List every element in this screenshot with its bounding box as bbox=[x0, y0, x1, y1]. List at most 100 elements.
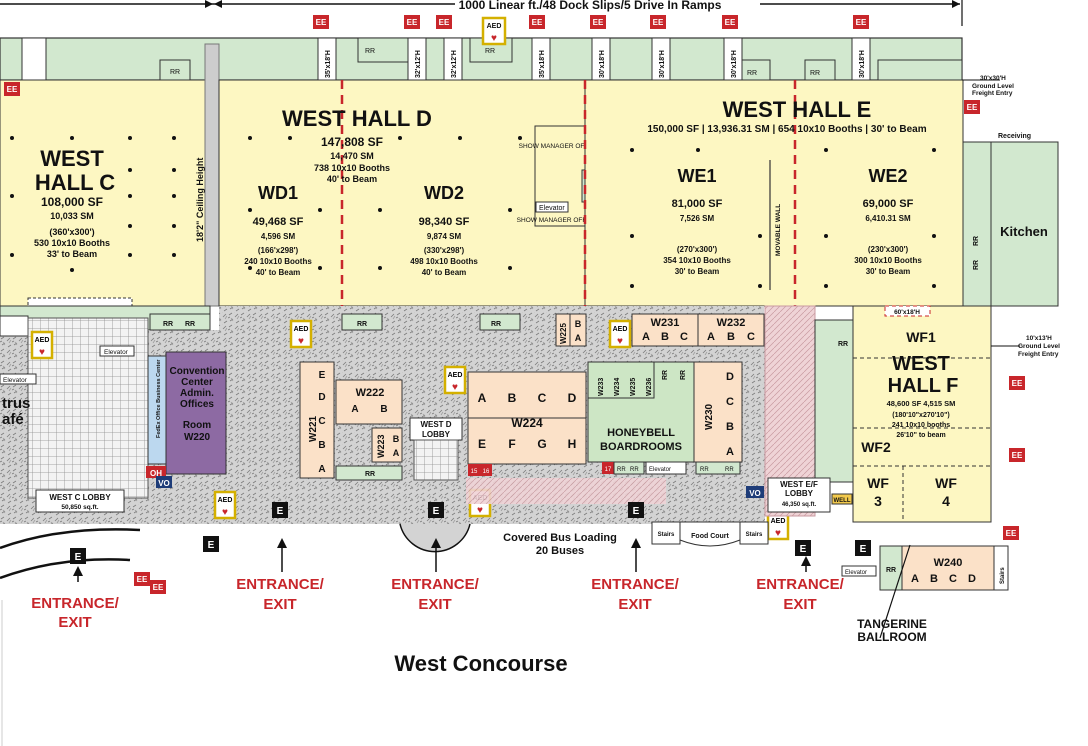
hall-d-sm: 14,470 SM bbox=[330, 151, 374, 161]
exit-markers bbox=[70, 502, 871, 564]
stairs-label: Stairs bbox=[746, 532, 763, 538]
emergency-exit-label: EE bbox=[439, 18, 450, 27]
west-ef-lobby-label: WEST E/F bbox=[780, 480, 818, 489]
restroom-label: RR bbox=[617, 467, 626, 473]
dock-header-text: 1000 Linear ft./48 Dock Slips/5 Drive In… bbox=[459, 0, 722, 12]
kitchen-label: Kitchen bbox=[1000, 224, 1048, 239]
wf3-number: 3 bbox=[874, 493, 882, 509]
wd1-sm: 4,596 SM bbox=[261, 232, 296, 241]
entrance-label: EXIT bbox=[418, 596, 451, 613]
room-section-label: D bbox=[568, 391, 577, 405]
restroom-label: RR bbox=[185, 321, 195, 328]
stairs bbox=[739, 521, 769, 545]
emergency-exit-label: EE bbox=[1006, 529, 1017, 538]
ee-marker bbox=[1009, 448, 1025, 462]
receiving-label: Receiving bbox=[998, 133, 1031, 140]
vo-marker bbox=[746, 486, 764, 498]
svg-text:♥: ♥ bbox=[39, 347, 45, 358]
room-section-label: A bbox=[478, 391, 487, 405]
ceiling-height-label: 18'2" Ceiling Height bbox=[195, 158, 205, 242]
room-section-label: D bbox=[318, 392, 325, 403]
elevator-label: Elevator bbox=[104, 349, 129, 356]
room-w221-label: W221 bbox=[308, 415, 319, 442]
west-concourse-title: West Concourse bbox=[394, 651, 567, 676]
emergency-exit-label: EE bbox=[653, 18, 664, 27]
room-section-label: B bbox=[726, 421, 734, 433]
room-section-label: C bbox=[318, 416, 325, 427]
hall-c-name: HALL C bbox=[35, 170, 115, 195]
covered-bus-label: 20 Buses bbox=[536, 545, 584, 557]
wd2-beam: 40' to Beam bbox=[422, 268, 467, 277]
room-w230 bbox=[693, 361, 743, 463]
hall-d-name: WEST HALL D bbox=[282, 106, 432, 131]
restroom-label: RR bbox=[365, 48, 375, 55]
stairs-label: Stairs bbox=[1000, 567, 1006, 584]
dock-header: 1000 Linear ft./48 Dock Slips/5 Drive In… bbox=[0, 0, 963, 26]
room-section-label: A bbox=[351, 404, 358, 415]
wd1-beam: 40' to Beam bbox=[256, 268, 301, 277]
svg-text:♥: ♥ bbox=[452, 382, 458, 393]
room-w222-label: W222 bbox=[356, 387, 385, 399]
room-w236-label: W236 bbox=[646, 378, 653, 396]
restroom-label: RR bbox=[747, 70, 757, 77]
vo-label: VO bbox=[749, 489, 761, 498]
door-size-label: 32'x12'H bbox=[451, 50, 458, 78]
wf4-label: WF bbox=[935, 475, 957, 491]
room-section-label: C bbox=[538, 391, 547, 405]
tangerine-label: TANGERINE bbox=[857, 617, 927, 631]
exit-label: E bbox=[75, 552, 82, 563]
room-w234-label: W234 bbox=[614, 378, 621, 396]
show-manager-office-d2-label: SHOW MANAGER OFFICE D2 bbox=[517, 217, 608, 224]
elevator-label: Elevator bbox=[649, 467, 671, 473]
room-section-label: B bbox=[318, 440, 325, 451]
we1-sf: 81,000 SF bbox=[672, 198, 723, 210]
wd2-sf: 98,340 SF bbox=[419, 216, 470, 228]
room-section-label: B bbox=[380, 404, 387, 415]
room-section-label: E bbox=[478, 437, 486, 451]
hall-c-booths: 530 10x10 Booths bbox=[34, 238, 110, 248]
room-section-label: A bbox=[911, 573, 919, 585]
entrance-label: ENTRANCE/ bbox=[236, 576, 324, 593]
entrance-label: ENTRANCE/ bbox=[31, 595, 119, 612]
freight-entry-10: 10'x13'H Ground Level Freight Entry bbox=[991, 335, 1060, 358]
room-number-label: 15 bbox=[471, 469, 478, 475]
svg-text:♥: ♥ bbox=[775, 528, 781, 539]
svg-text:♥: ♥ bbox=[298, 336, 304, 347]
hall-f-beam: 26'10" to beam bbox=[896, 432, 945, 439]
freight-30-size: 30'x30'H bbox=[980, 75, 1006, 82]
emergency-exit-label: EE bbox=[153, 583, 164, 592]
svg-text:♥: ♥ bbox=[617, 336, 623, 347]
freight-10-level: Ground Level bbox=[1018, 343, 1060, 350]
door-size-label: 30'x18'H bbox=[859, 50, 866, 78]
wd1-name: WD1 bbox=[258, 183, 298, 203]
room-section-label: G bbox=[537, 437, 546, 451]
restroom-label: RR bbox=[357, 321, 367, 328]
emergency-exit-label: EE bbox=[725, 18, 736, 27]
west-ef-lobby-sqft: 46,350 sq.ft. bbox=[782, 502, 817, 508]
freight-10-entry: Freight Entry bbox=[1018, 351, 1059, 358]
restroom-label: RR bbox=[163, 321, 173, 328]
west-ef-lobby-label: LOBBY bbox=[785, 489, 814, 498]
room-section-label: D bbox=[726, 371, 734, 383]
well-label: WELL bbox=[834, 498, 851, 504]
room-section-label: C bbox=[747, 331, 755, 343]
food-court-label: Food Court bbox=[691, 533, 729, 540]
well-marker bbox=[831, 493, 853, 505]
door-size-label: 35'x18'H bbox=[325, 50, 332, 78]
restroom-label: RR bbox=[491, 321, 501, 328]
we2-sf: 69,000 SF bbox=[863, 198, 914, 210]
west-c-lobby-sqft: 50,850 sq.ft. bbox=[61, 504, 98, 511]
admin-label: Center bbox=[181, 377, 213, 388]
hall-c-dims: (360'x300') bbox=[49, 227, 94, 237]
door-60-label: 60'x18'H bbox=[894, 309, 920, 316]
ceiling-corridor bbox=[204, 43, 220, 307]
restroom-label: RR bbox=[485, 48, 495, 55]
exit-label: E bbox=[208, 540, 215, 551]
wd1-sf: 49,468 SF bbox=[253, 216, 304, 228]
wd2-sm: 9,874 SM bbox=[427, 232, 462, 241]
room-section-label: A bbox=[707, 331, 715, 343]
room-w230-label: W230 bbox=[704, 403, 715, 430]
exit-label: E bbox=[860, 544, 867, 555]
room-number-label: 16 bbox=[483, 469, 490, 475]
admin-room-label: W220 bbox=[184, 432, 211, 443]
